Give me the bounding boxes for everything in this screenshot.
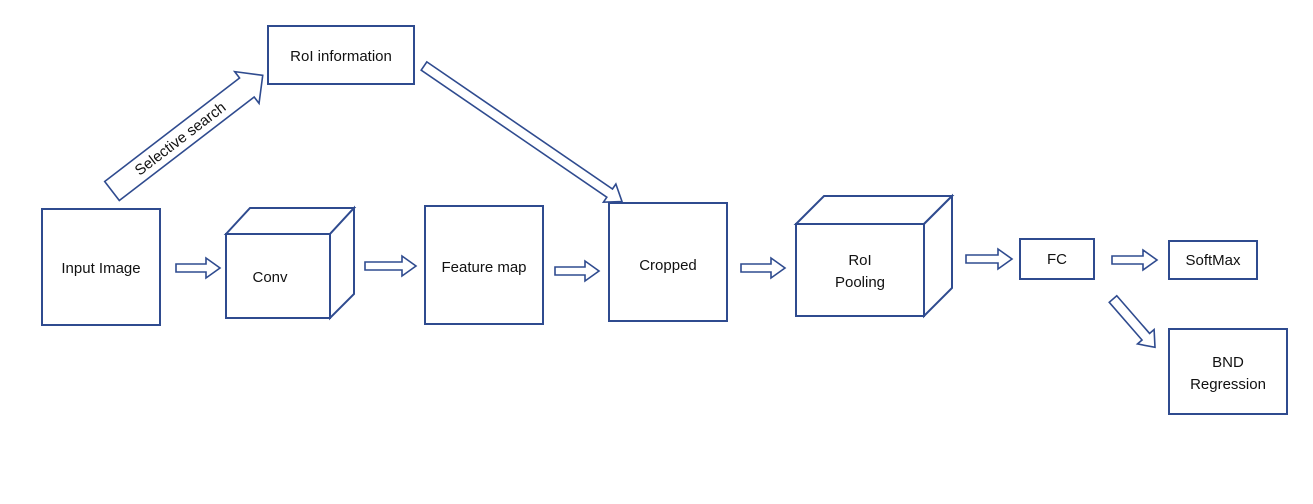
fc-to-bnd-arrow [1108,294,1156,349]
cropped-node: Cropped [608,202,728,322]
selective-search-arrow: Selective search [103,70,264,202]
feature-map-node: Feature map [424,205,544,325]
bnd-regression-node: BND Regression [1168,328,1288,415]
roi-pooling-to-fc-arrow [965,247,1014,271]
bnd-label-line1: BND [1212,354,1244,371]
selective-search-label: Selective search [132,99,230,179]
conv-to-feature-map-arrow [364,254,418,278]
input-image-label: Input Image [61,260,140,277]
conv-node: Conv [223,205,357,321]
softmax-label: SoftMax [1185,252,1241,269]
cropped-to-roi-pooling-arrow [740,256,787,280]
feature-map-label: Feature map [441,259,526,276]
roi-to-cropped-arrow [420,60,624,204]
cropped-label: Cropped [639,257,697,274]
feature-map-to-cropped-arrow [554,259,601,283]
roi-pooling-node: RoI Pooling [793,193,955,319]
roi-information-node: RoI information [267,25,415,85]
bnd-label-line2: Regression [1190,376,1266,393]
fc-label: FC [1047,251,1067,268]
conv-label: Conv [252,269,288,286]
input-image-node: Input Image [41,208,161,326]
roi-information-label: RoI information [290,48,392,65]
roi-pooling-label-line2: Pooling [835,274,885,291]
softmax-node: SoftMax [1168,240,1258,280]
fc-node: FC [1019,238,1095,280]
roi-pooling-label-line1: RoI [848,252,871,269]
fc-to-softmax-arrow [1111,248,1159,272]
input-to-conv-arrow [175,256,222,280]
